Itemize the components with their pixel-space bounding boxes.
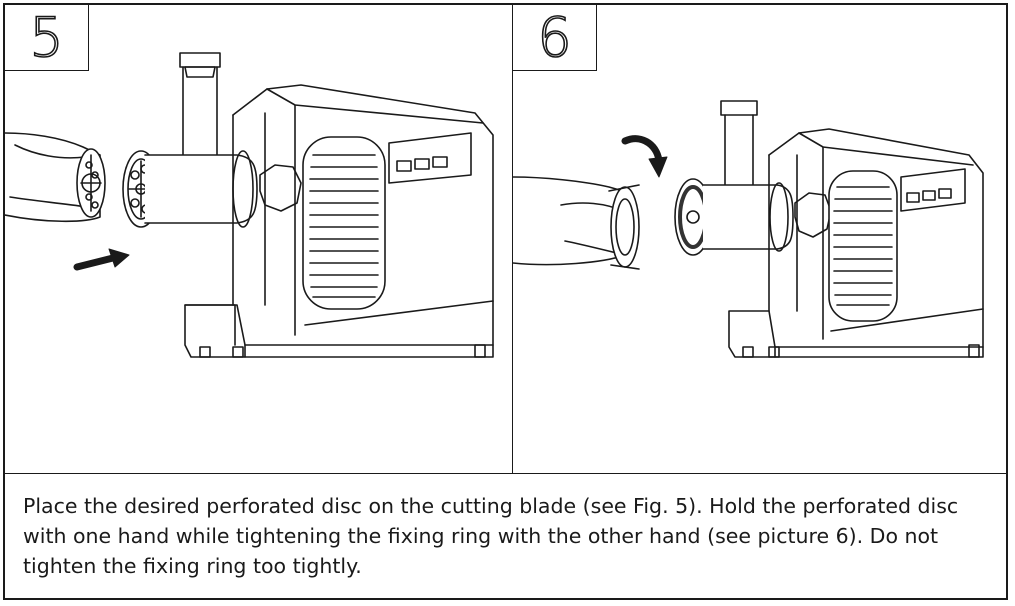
feed-tube [179,52,221,166]
feed-tube-6 [720,100,758,196]
rotation-arrow [621,135,668,178]
step-5-panel: 5 [5,5,513,473]
step-5-illustration [5,52,494,358]
step-number-6: 6 [513,5,597,71]
hand-with-disc [5,132,106,223]
motor-housing [184,84,494,358]
hand-with-fixing-ring [513,176,640,270]
insert-arrow [73,248,130,271]
step-6-panel: 6 [513,5,1006,473]
step-number-5: 5 [5,5,89,71]
step-6-illustration [513,100,984,358]
instruction-figure: 5 [3,3,1008,600]
caption-divider [5,473,1006,474]
auger-housing-6 [702,182,832,252]
motor-housing-6 [728,128,984,358]
instruction-caption: Place the desired perforated disc on the… [23,494,959,578]
auger-housing [144,150,302,228]
